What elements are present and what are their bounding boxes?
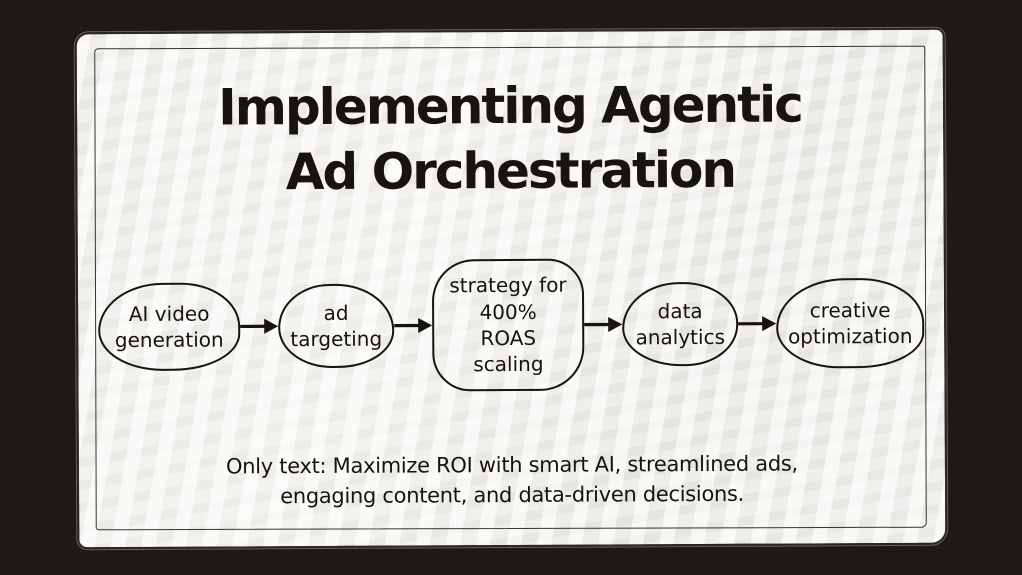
slide-footer-text: Only text: Maximize ROI with smart AI, s… [79,448,945,513]
node-label-line: generation [114,327,224,353]
flow-node-ai-video-generation: AI video generation [97,282,241,372]
node-label-line: 400% [479,299,537,324]
footer-line-1: Only text: Maximize ROI with smart AI, s… [225,451,798,479]
slide-title-line-1: Implementing Agentic [218,75,803,137]
node-label-line: scaling [473,352,544,377]
flow-node-data-analytics: data analytics [621,281,739,367]
node-label-line: targeting [290,326,383,352]
node-label-line: data [657,298,703,323]
flow-node-creative-optimization: creative optimization [775,277,925,369]
node-label-line: optimization [787,323,913,349]
flowchart: AI video generation ad targeting strateg… [78,248,945,403]
node-label-line: creative [809,297,891,323]
arrow-right-icon [584,316,623,332]
slide-title: Implementing Agentic Ad Orchestration [77,72,944,207]
node-label-line: ROAS [480,325,537,351]
flow-node-strategy-roas-scaling: strategy for 400% ROAS scaling [431,258,585,392]
footer-line-2: engaging content, and data-driven decisi… [280,482,745,509]
arrow-right-icon [240,318,279,334]
flow-node-ad-targeting: ad targeting [277,283,395,369]
node-label-line: analytics [635,324,726,350]
whiteboard-panel: Implementing Agentic Ad Orchestration AI… [74,27,948,550]
node-label-line: AI video [128,301,210,326]
arrow-right-icon [394,317,433,333]
node-label-line: strategy for [449,272,567,298]
node-label-line: ad [323,300,349,325]
arrow-right-icon [738,316,777,332]
slide-title-line-2: Ad Orchestration [285,140,736,202]
